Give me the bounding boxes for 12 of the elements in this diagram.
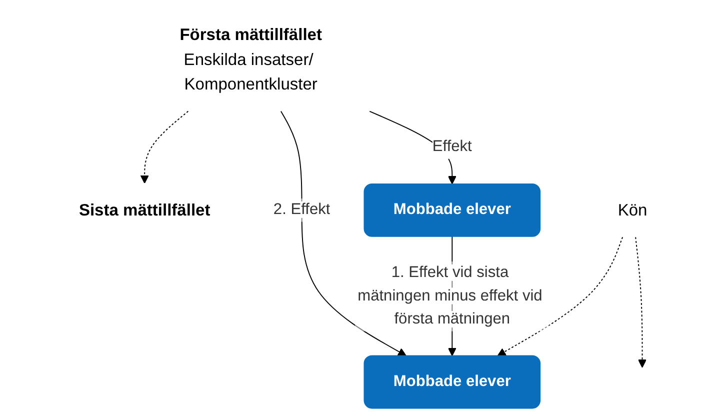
node-box: Mobbade elever (364, 355, 541, 409)
arrow (140, 110, 190, 184)
edge-label: Effekt (432, 138, 472, 156)
arrow (498, 236, 624, 356)
node-text: Kön (618, 200, 648, 220)
node-box: Mobbade elever (364, 183, 541, 237)
arrow (280, 110, 407, 356)
arrow (636, 236, 647, 368)
edge-label: 2. Effekt (274, 201, 331, 218)
edge-label: 1. Effekt vid sista mätningen minus effekt vid första mätningen (358, 264, 543, 328)
node-text: Första mättillfället Enskilda insatser/ Komponentkluster (180, 25, 322, 94)
node-text: Sista mättillfället (79, 200, 211, 220)
